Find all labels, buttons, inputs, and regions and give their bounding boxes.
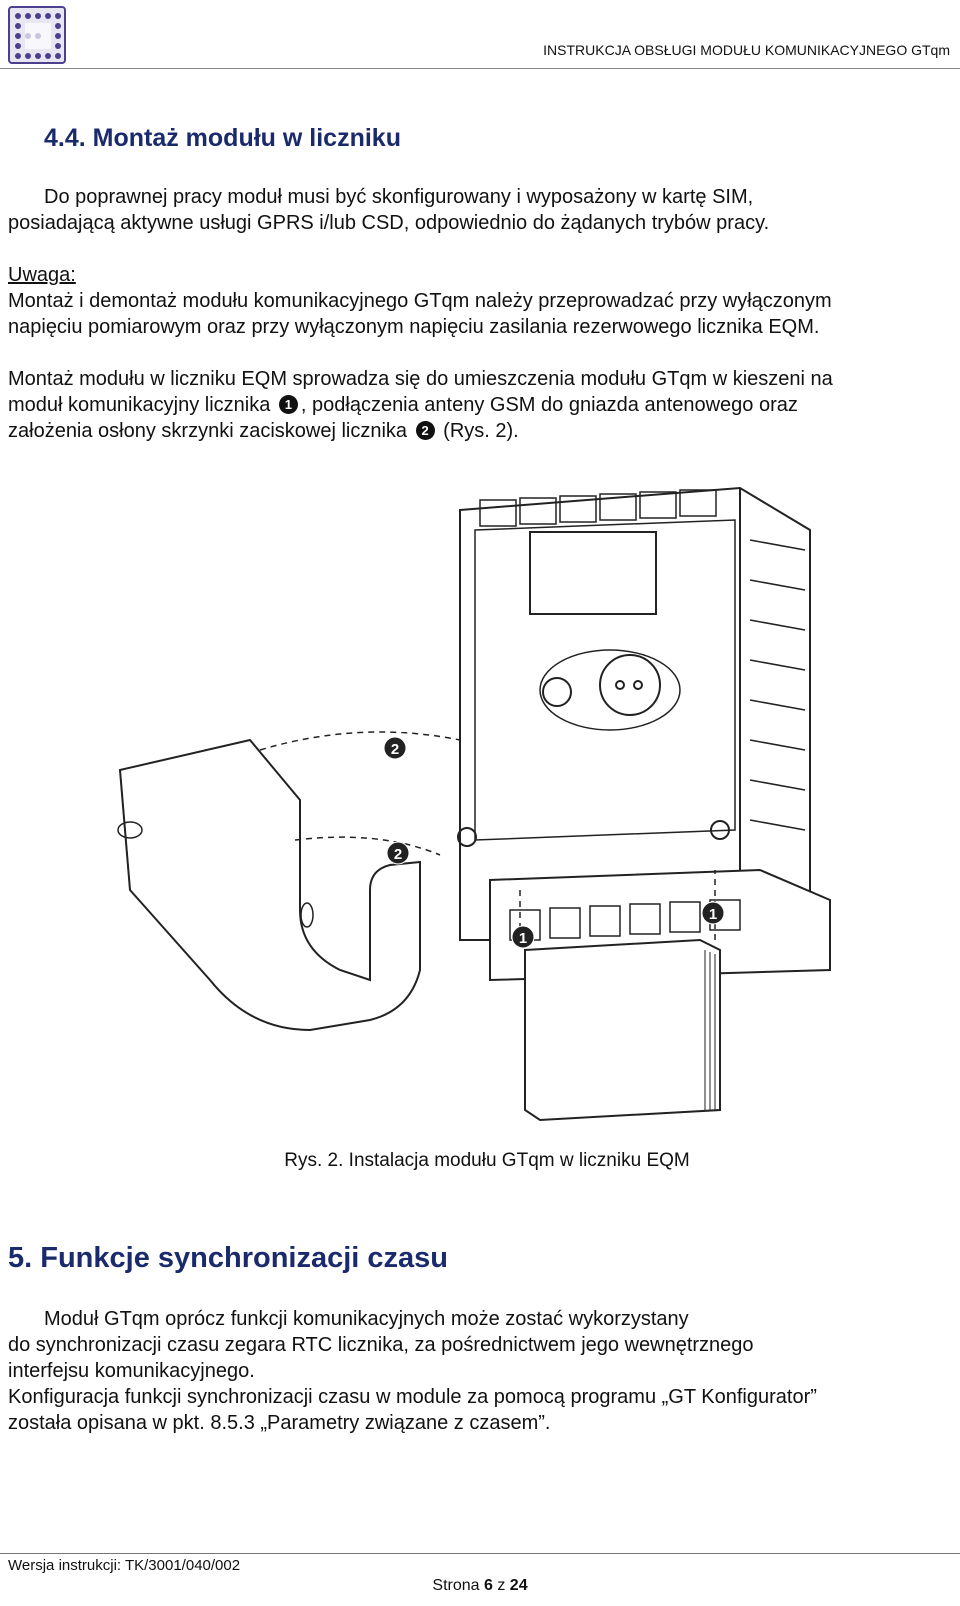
paragraph-time-sync: Moduł GTqm oprócz funkcji komunikacyjnyc… (8, 1306, 958, 1436)
text-fragment: , podłączenia anteny GSM do gniazda ante… (300, 394, 798, 416)
marker-label: 1 (519, 930, 527, 947)
text-line: napięciu pomiarowym oraz przy wyłączonym… (8, 316, 820, 338)
footer-version: Wersja instrukcji: TK/3001/040/002 (8, 1557, 241, 1574)
header-divider (0, 68, 960, 69)
figure-caption: Rys. 2. Instalacja modułu GTqm w licznik… (284, 1150, 690, 1171)
page-word: Strona (432, 1577, 480, 1594)
company-logo (8, 6, 68, 66)
paragraph-mounting: Montaż modułu w liczniku EQM sprowadza s… (8, 366, 958, 444)
page-current: 6 (483, 1577, 493, 1594)
text-line: założenia osłony skrzynki zaciskowej lic… (8, 418, 958, 444)
section-heading-4-4: 4.4. Montaż modułu w liczniku (44, 124, 401, 152)
gtqm-module (524, 938, 721, 1122)
text-line: moduł komunikacyjny licznika 1, podłącze… (8, 392, 958, 418)
text-line: do synchronizacji czasu zegara RTC liczn… (8, 1334, 754, 1356)
text-line: została opisana w pkt. 8.5.3 „Parametry … (8, 1412, 551, 1434)
text-line: Montaż modułu w liczniku EQM sprowadza s… (8, 368, 833, 390)
text-line: interfejsu komunikacyjnego. (8, 1360, 255, 1382)
text-line: Konfiguracja funkcji synchronizacji czas… (8, 1386, 817, 1408)
marker-label: 2 (391, 741, 399, 758)
figure-marker-2b: 2 (386, 841, 410, 865)
footer-divider (0, 1553, 960, 1554)
marker-label: 2 (394, 846, 402, 863)
header-title: INSTRUKCJA OBSŁUGI MODUŁU KOMUNIKACYJNEG… (543, 42, 950, 58)
paragraph-requirements: Do poprawnej pracy moduł musi być skonfi… (8, 184, 958, 236)
callout-badge-2: 2 (415, 421, 435, 440)
page-of: z (497, 1577, 506, 1594)
meter-installation-figure: 2 2 1 1 (110, 470, 860, 1140)
figure-marker-2a: 2 (383, 736, 407, 760)
text-fragment: (Rys. 2). (443, 420, 519, 442)
note-label: Uwaga: (8, 264, 76, 286)
page-total: 24 (509, 1577, 528, 1594)
figure-marker-1b: 1 (701, 901, 725, 925)
display-window (529, 531, 657, 615)
footer-page-number: Strona 6 z 24 (0, 1577, 960, 1595)
callout-badge-1: 1 (278, 395, 298, 414)
text-line: Do poprawnej pracy moduł musi być skonfi… (44, 186, 754, 208)
text-line: Moduł GTqm oprócz funkcji komunikacyjnyc… (44, 1308, 689, 1330)
text-line: Montaż i demontaż modułu komunikacyjnego… (8, 290, 832, 312)
paragraph-note: Uwaga: Montaż i demontaż modułu komunika… (8, 262, 958, 340)
terminal-cover (118, 738, 421, 1032)
text-fragment: moduł komunikacyjny licznika (8, 394, 271, 416)
section-heading-5: 5. Funkcje synchronizacji czasu (8, 1242, 448, 1274)
marker-label: 1 (709, 906, 717, 923)
text-fragment: założenia osłony skrzynki zaciskowej lic… (8, 420, 408, 442)
text-line: posiadającą aktywne usługi GPRS i/lub CS… (8, 212, 770, 234)
figure-marker-1a: 1 (511, 925, 535, 949)
